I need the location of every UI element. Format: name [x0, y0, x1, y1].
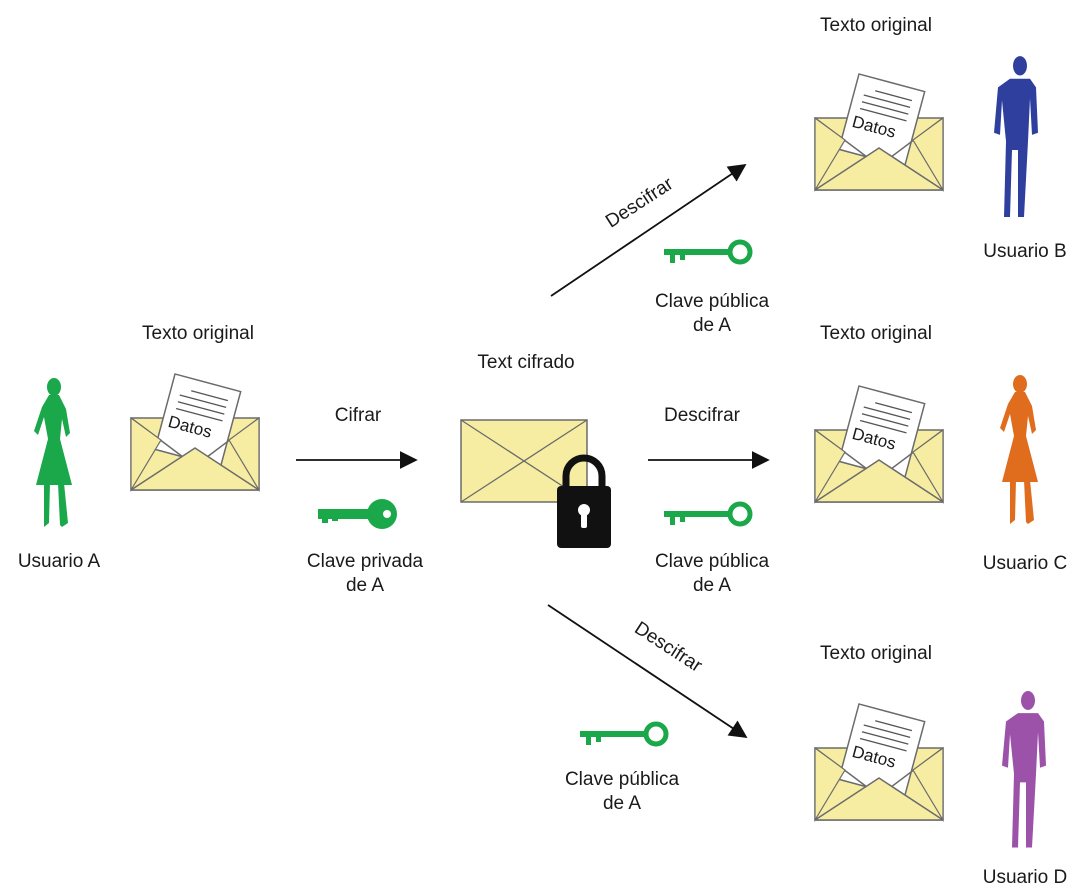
encrypt-label: Cifrar	[334, 405, 382, 426]
public-key-icon-b	[664, 242, 750, 263]
user-a-figure	[34, 378, 72, 527]
private-key-label: Clave privada de A	[306, 551, 424, 596]
ciphertext-label: Text cifrado	[477, 352, 575, 373]
plaintext-label-d: Texto original	[820, 643, 932, 664]
user-c-figure	[1000, 375, 1038, 524]
user-d-label: Usuario D	[982, 867, 1068, 888]
plaintext-envelope-c: Datos	[814, 385, 944, 503]
lock-icon	[557, 454, 611, 548]
plaintext-envelope-b: Datos	[814, 73, 944, 191]
user-d-figure	[1002, 691, 1046, 848]
ciphertext-envelope	[460, 419, 588, 503]
plaintext-label-a: Texto original	[142, 323, 254, 344]
private-key-icon	[318, 499, 397, 529]
plaintext-label-c: Texto original	[820, 323, 932, 344]
decrypt-label-c: Descifrar	[663, 405, 740, 426]
public-key-label-b: Clave pública de A	[654, 291, 770, 336]
public-key-icon-c	[664, 504, 750, 525]
public-key-icon-d	[580, 724, 666, 745]
user-b-label: Usuario B	[983, 241, 1067, 262]
decrypt-arrow-b	[550, 163, 747, 297]
user-b-figure	[994, 56, 1038, 217]
decrypt-arrow-d	[547, 604, 748, 738]
plaintext-envelope-d: Datos	[814, 703, 944, 821]
user-c-label: Usuario C	[982, 553, 1068, 574]
public-key-label-d: Clave pública de A	[564, 769, 680, 814]
plaintext-label-b: Texto original	[820, 15, 932, 36]
user-a-label: Usuario A	[17, 551, 101, 572]
public-key-label-c: Clave pública de A	[654, 551, 770, 596]
plaintext-envelope-a: Datos	[130, 373, 260, 491]
